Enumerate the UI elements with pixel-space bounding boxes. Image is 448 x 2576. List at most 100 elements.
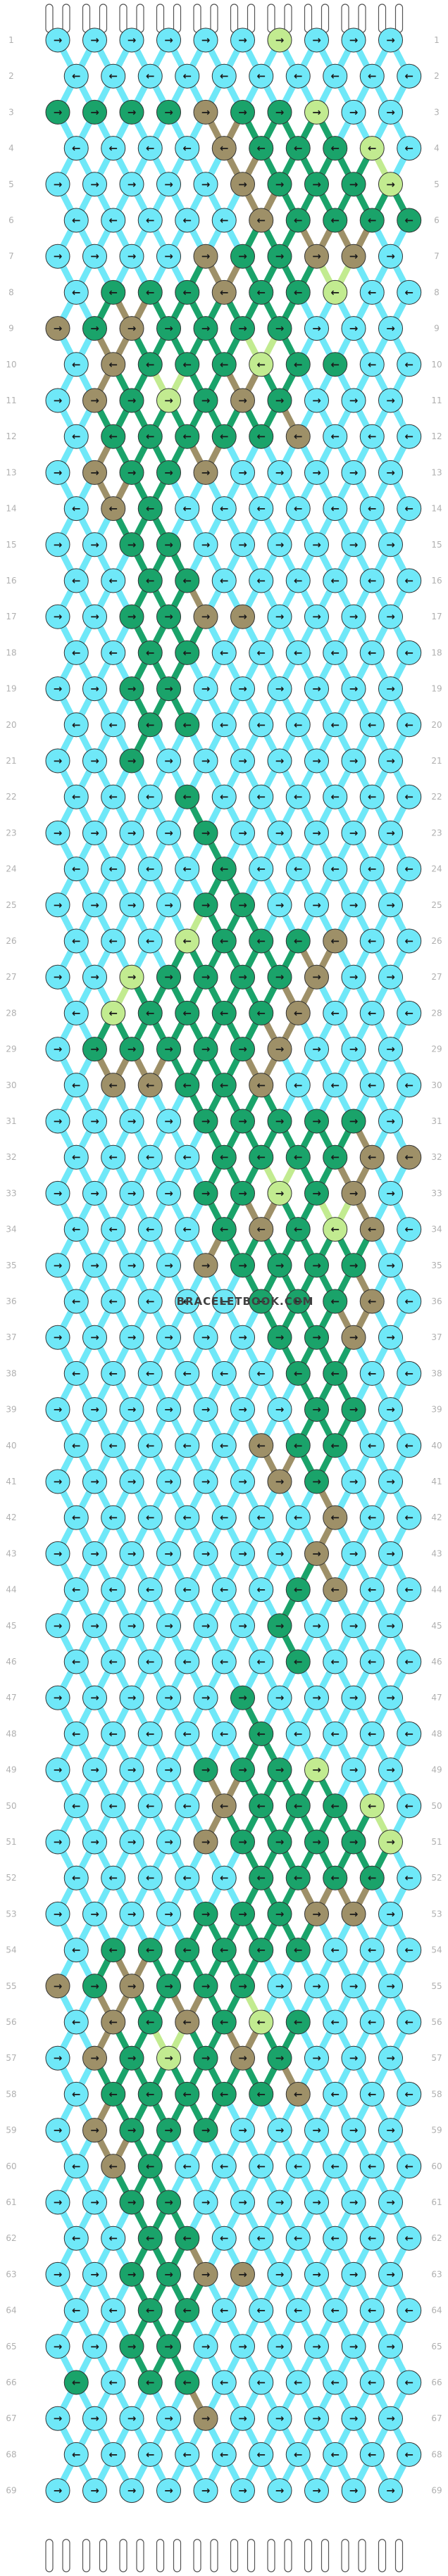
knot [193,2045,218,2071]
knot [378,2118,403,2143]
knot [249,352,274,377]
knot [285,424,311,449]
row-number-right: 25 [431,900,442,910]
knot-direction-arrow: → [54,1836,63,1848]
knot [45,1541,70,1566]
knot [323,424,348,449]
knot [230,1180,255,1206]
knot-direction-arrow: ← [256,2304,266,2317]
row-number-right: 67 [431,2413,442,2423]
knot-direction-arrow: → [312,106,321,118]
knot-direction-arrow: → [164,2412,173,2425]
knot [119,2334,144,2359]
knot-direction-arrow: → [312,1980,321,1993]
knot-direction-arrow: → [164,1907,173,1920]
knot-direction-arrow: ← [72,935,81,947]
knot [137,2081,163,2107]
knot [230,1541,255,1566]
knot [267,892,292,918]
knot-direction-arrow: → [238,1547,247,1560]
knot [359,1865,385,1890]
knot [323,1505,348,1530]
knot-direction-arrow: → [275,34,285,46]
knot [101,1721,126,1746]
string-bottom-end [394,2539,404,2572]
knot [397,1505,422,1530]
knot-direction-arrow: → [275,2124,285,2137]
knot [249,1577,274,1603]
row-number-left: 66 [6,2378,16,2387]
knot [137,1793,163,1819]
knot-direction-arrow: → [164,250,173,263]
knot [341,2406,366,2431]
row-number-left: 44 [6,1585,16,1595]
knot-direction-arrow: → [127,1547,137,1560]
knot [82,820,107,845]
string-bottom-end [119,2539,127,2572]
knot-direction-arrow: ← [72,1151,81,1163]
knot-direction-arrow: ← [330,2448,340,2461]
knot-direction-arrow: ← [294,935,303,947]
knot [378,1253,403,1278]
knot [359,784,385,809]
knot [175,1577,200,1603]
knot-direction-arrow: → [127,1764,137,1776]
knot-direction-arrow: ← [256,70,266,82]
knot [119,964,144,990]
knot [175,496,200,522]
knot-direction-arrow: → [54,1620,63,1632]
knot [156,1829,181,1855]
knot [211,1433,237,1458]
knot-direction-arrow: ← [294,574,303,587]
knot-direction-arrow: → [275,178,285,191]
knot [323,2081,348,2107]
knot-direction-arrow: ← [256,430,266,443]
knot [101,640,126,665]
knot-direction-arrow: ← [146,1295,155,1308]
knot-direction-arrow: → [349,322,359,335]
knot [193,99,218,125]
knot [323,1073,348,1098]
knot [101,1793,126,1819]
row-number-left: 31 [6,1116,16,1126]
knot-direction-arrow: → [127,1475,137,1488]
knot [119,2261,144,2287]
knot-direction-arrow: → [386,2196,395,2209]
knot-direction-arrow: ← [220,574,229,587]
knot-direction-arrow: ← [182,1944,192,1957]
knot [341,99,366,125]
knot [285,2225,311,2251]
knot [341,1325,366,1350]
knot [341,172,366,197]
knot-direction-arrow: ← [294,2448,303,2461]
knot-direction-arrow: ← [404,503,413,515]
knot-direction-arrow: ← [220,1944,229,1957]
row-number-left: 35 [6,1261,16,1270]
knot [156,2190,181,2215]
knot [323,1577,348,1603]
knot [119,820,144,845]
string-top-end [230,4,239,33]
knot-direction-arrow: → [238,2196,247,2209]
knot-direction-arrow: → [349,394,359,407]
knot [101,857,126,882]
knot [285,1144,311,1170]
row-number-right: 53 [431,1909,442,1919]
knot [378,172,403,197]
row-number-right: 60 [431,2161,442,2171]
knot [341,604,366,629]
knot-direction-arrow: → [54,178,63,191]
knot [304,2045,329,2071]
row-number-right: 29 [431,1044,442,1054]
knot-direction-arrow: → [201,2124,211,2137]
knot-direction-arrow: ← [368,1439,377,1452]
knot [285,568,311,593]
string-top-end [378,4,387,33]
knot-direction-arrow: → [275,1980,285,1993]
knot-direction-arrow: → [201,538,211,551]
knot-direction-arrow: ← [108,2016,118,2028]
string-bottom-end [358,2539,366,2572]
knot-direction-arrow: → [54,34,63,46]
row-number-left: 52 [6,1873,16,1883]
knot [156,532,181,557]
